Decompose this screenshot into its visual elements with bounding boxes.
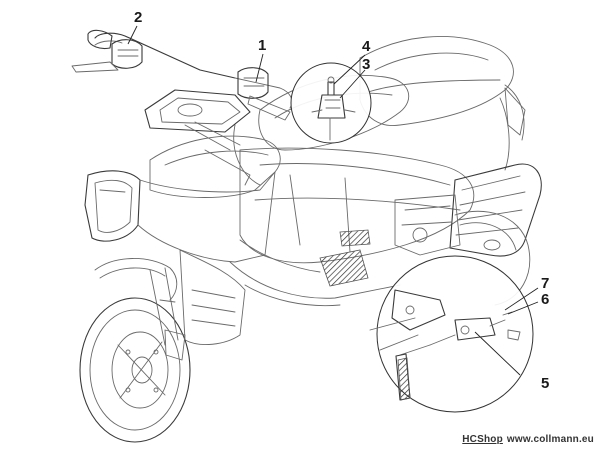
callout-2: 2 <box>134 9 142 26</box>
callout-6: 6 <box>541 291 549 308</box>
callout-1: 1 <box>258 37 266 54</box>
callout-7: 7 <box>541 275 549 292</box>
callout-labels: 1 2 3 4 5 6 7 <box>134 9 549 392</box>
callout-3: 3 <box>362 56 370 73</box>
footer-site: www.collmann.eu <box>506 434 594 445</box>
scooter-illustration <box>71 29 542 443</box>
detail-rear-switch <box>369 255 534 413</box>
footer-shop: HCShop <box>462 434 503 445</box>
callout-5: 5 <box>541 375 549 392</box>
callout-4: 4 <box>362 38 371 55</box>
detail-stop-switch <box>290 62 372 144</box>
leader-lines <box>127 25 539 376</box>
